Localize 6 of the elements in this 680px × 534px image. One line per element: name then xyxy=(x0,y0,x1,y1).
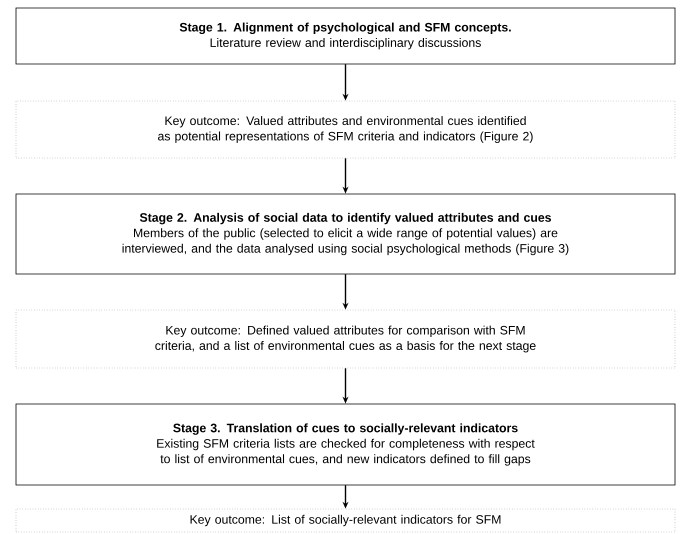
stage-box: Stage 3. Translation of cues to socially-relevant indicators Existing SFM criteria lists are checked for completeness with respect to list of environmental cues, and new indicators defined to fill gaps xyxy=(16,404,676,486)
stage-box: Stage 1. Alignment of psychological and SFM concepts. Literature review and interdisciplinary discussions xyxy=(16,8,676,64)
stage-box: Stage 2. Analysis of social data to identify valued attributes and cues Members of the public (selected to elicit a wide range of potential values) are interviewed, and the data analysed using social psychological methods (Figure 3) xyxy=(16,194,676,274)
outcome-box: Key outcome: Valued attributes and environmental cues identified as potential representations of SFM criteria and indicators (Figure 2) xyxy=(16,100,676,158)
outcome-box: Key outcome: Defined valued attributes for comparison with SFM criteria, and a list of environmental cues as a basis for the next stage xyxy=(16,310,676,368)
outcome-box: Key outcome: List of socially-relevant indicators for SFM xyxy=(16,508,676,532)
